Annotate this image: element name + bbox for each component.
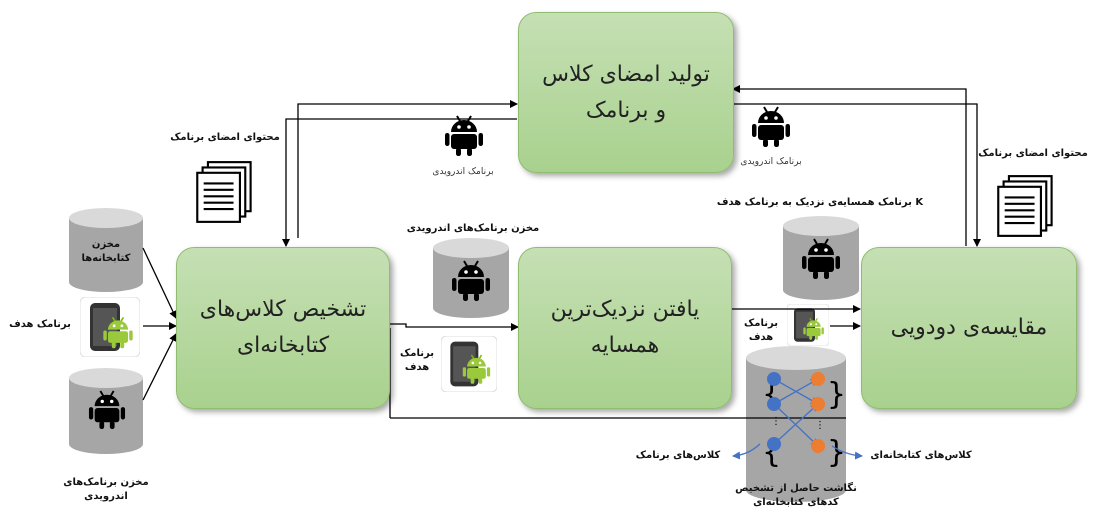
box-detect-library-classes: تشخیص کلاس‌های کتابخانه‌ای (176, 247, 390, 409)
mapping-cylinder-icon (746, 346, 846, 502)
arrow-detect-to-nearest (388, 323, 519, 331)
input-arrows (142, 247, 177, 401)
box-generate-signature: تولید امضای کلاس و برنامک (518, 12, 734, 173)
app-class-node (767, 372, 781, 386)
box-text: یافتن نزدیک‌ترین (550, 297, 700, 322)
android-app-label: برنامک اندرویدی (432, 167, 494, 177)
android-phone-icon (441, 336, 497, 392)
target-app-left-label: برنامک هدف (9, 319, 71, 330)
label-line: کتابخانه‌ها (81, 253, 131, 264)
lib-class-node (811, 397, 825, 411)
app-class-node (767, 397, 781, 411)
box-text: و برنامک (585, 97, 667, 123)
document-stack-icon (196, 161, 252, 223)
box-text: همسایه (590, 333, 660, 358)
android-repository-label: مخزن برنامک‌های اندرویدی (54, 476, 158, 504)
android-phone-icon (787, 304, 829, 346)
k-neighbors-label: K برنامک همسایه‌ی نزدیک به برنامک هدف (716, 197, 924, 208)
label-line: کدهای کتابخانه‌ای (753, 497, 839, 508)
android-app-label: برنامک اندرویدی (740, 157, 802, 167)
lib-class-node (811, 439, 825, 453)
label-line: برنامک (400, 348, 434, 359)
android-icon-box (442, 109, 487, 161)
mapping-label: نگاشت حاصل از تشخیص کدهای کتابخانه‌ای (726, 482, 866, 510)
android-icon-box (749, 101, 794, 151)
box-text: تولید امضای کلاس (542, 61, 710, 87)
library-repository-cylinder-icon (69, 208, 143, 292)
box-text: تشخیص کلاس‌های (199, 297, 367, 322)
svg-text:⋮: ⋮ (815, 420, 825, 431)
label-line: اندرویدی (84, 491, 128, 502)
android-phone-icon (80, 297, 140, 357)
lib-class-node (811, 372, 825, 386)
android-repository-mid-label: مخزن برنامک‌های اندرویدی (406, 223, 540, 234)
svg-text:⋮: ⋮ (771, 416, 781, 427)
label-line: نگاشت حاصل از تشخیص (735, 483, 857, 494)
mapping-graph: { { { { ⋮ ⋮ (732, 372, 863, 470)
signature-content-right-label: محتوای امضای برنامک (978, 148, 1088, 159)
arrow-signature-to-detect (282, 118, 517, 247)
box-text: مقایسه‌ی دودویی (890, 315, 1048, 340)
app-class-node (767, 437, 781, 451)
target-app-right-label: برنامک هدف (740, 317, 782, 345)
box-find-nearest-neighbor: یافتن نزدیک‌ترین همسایه (518, 247, 732, 409)
box-text: کتابخانه‌ای (236, 333, 330, 358)
android-repository-mid-cylinder-icon (433, 238, 509, 318)
library-classes-label: کلاس‌های کتابخانه‌ای (870, 450, 972, 461)
app-classes-label: کلاس‌های برنامک (635, 450, 721, 461)
document-stack-icon (997, 174, 1053, 238)
arrow-compare-to-signature (732, 85, 967, 246)
label-line: هدف (404, 362, 430, 373)
arrow-detect-to-signature (297, 100, 518, 238)
label-line: برنامک (744, 318, 778, 329)
svg-text:{: { (827, 377, 846, 412)
signature-content-left-label: محتوای امضای برنامک (170, 132, 280, 143)
label-line: مخزن (91, 239, 121, 250)
arrow-signature-to-compare (733, 103, 981, 247)
box-binary-comparison: مقایسه‌ی دودویی (861, 247, 1077, 409)
label-line: هدف (748, 332, 774, 343)
target-app-mid-label: برنامک هدف (396, 347, 438, 375)
library-repository-label: مخزن کتابخانه‌ها (72, 238, 140, 266)
label-line: مخزن برنامک‌های (63, 477, 149, 488)
svg-text:{: { (827, 435, 846, 470)
